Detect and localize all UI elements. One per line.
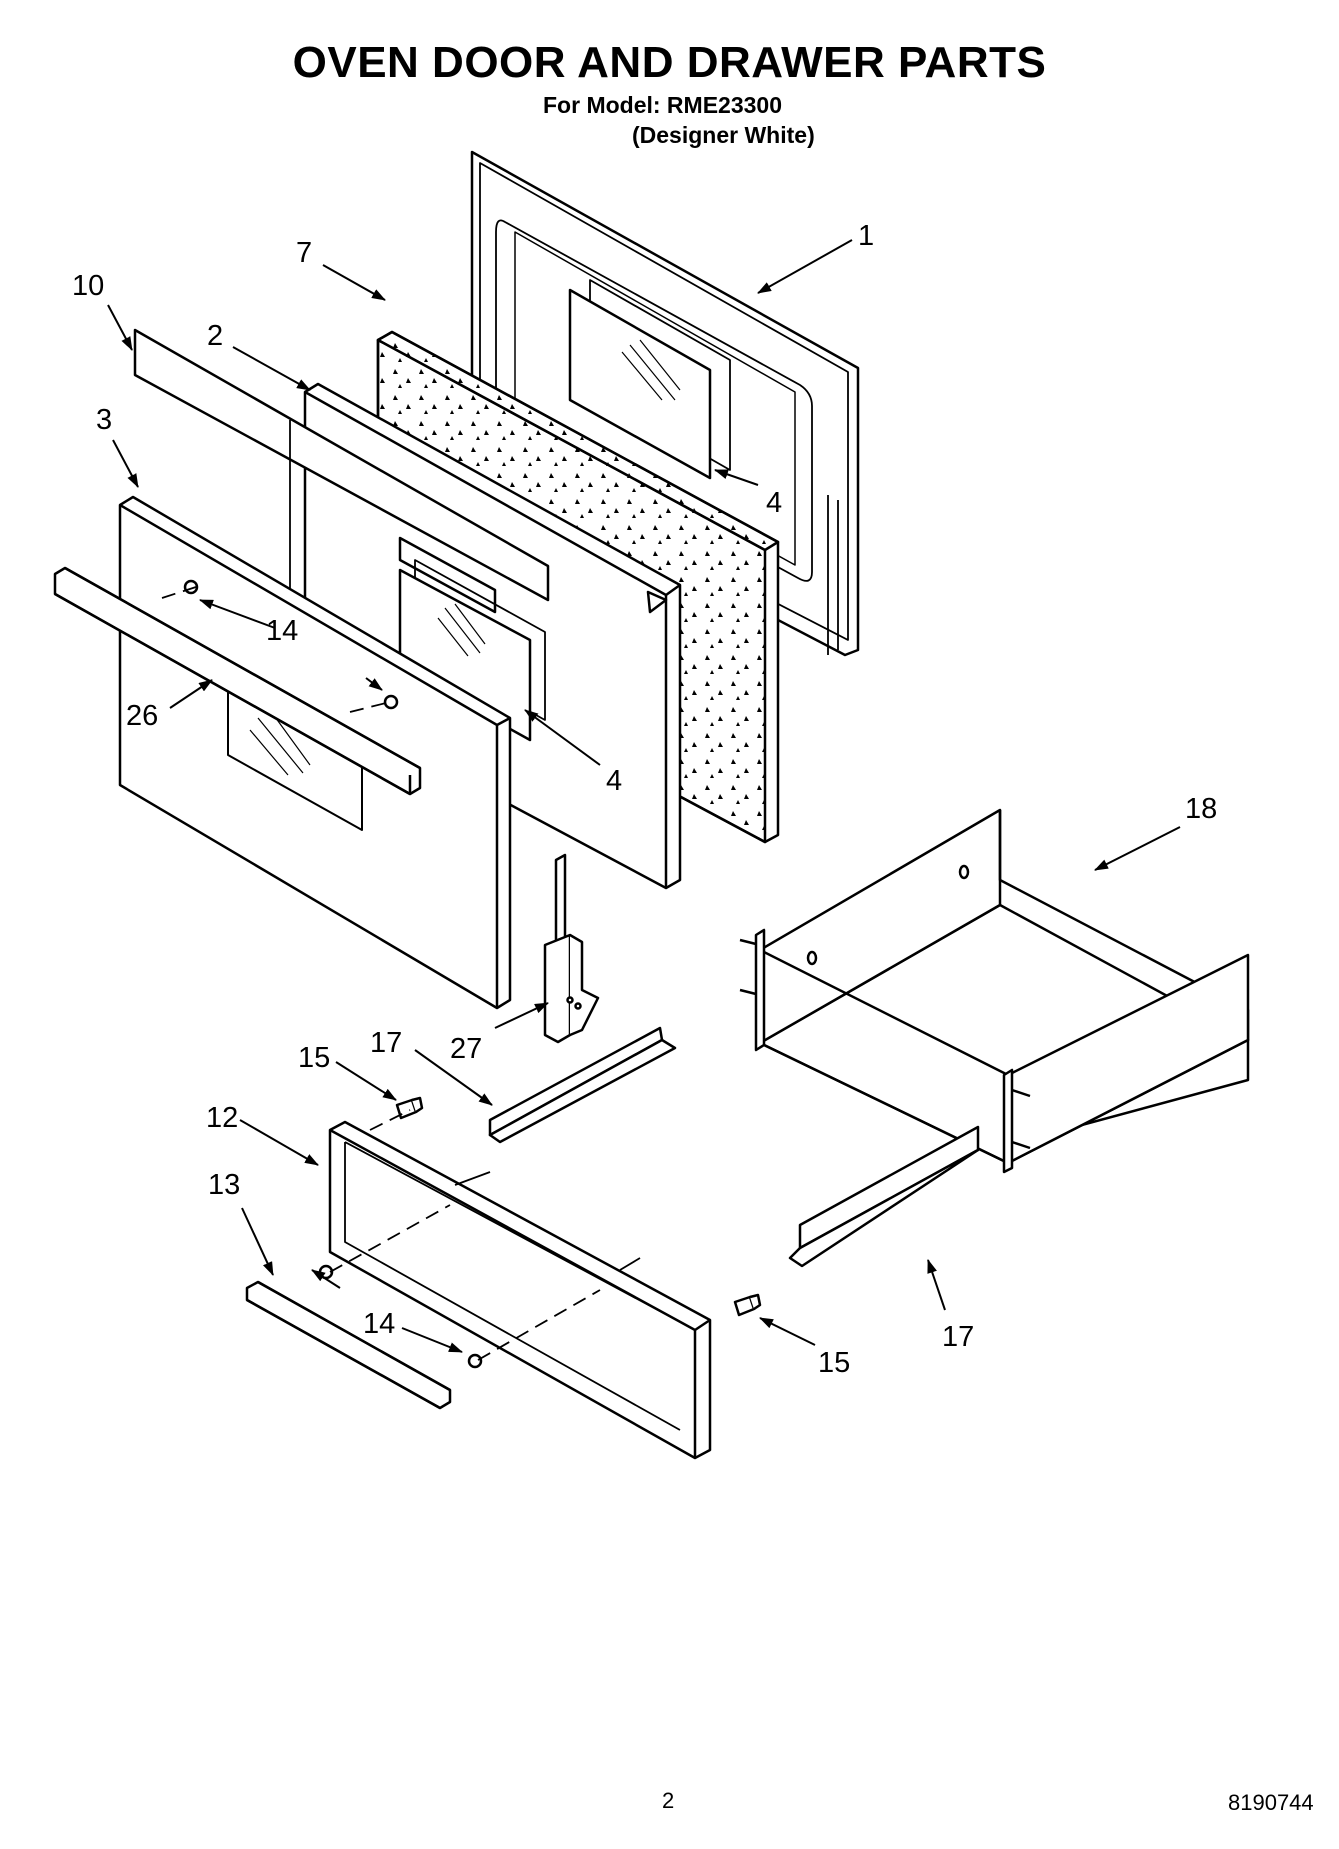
drawer-handle xyxy=(245,1280,452,1410)
callout-27: 27 xyxy=(450,1033,482,1065)
callout-4-upper: 4 xyxy=(766,487,782,519)
callout-2: 2 xyxy=(207,320,223,352)
callout-1: 1 xyxy=(858,220,874,252)
callout-13: 13 xyxy=(208,1169,240,1201)
reference-lines xyxy=(454,1171,641,1271)
callout-15-upper: 15 xyxy=(298,1042,330,1074)
assembly-lines xyxy=(161,586,601,1361)
drawer-front xyxy=(328,1120,712,1460)
callout-17-upper: 17 xyxy=(370,1027,402,1059)
callout-14-upper: 14 xyxy=(266,615,298,647)
callout-15-lower: 15 xyxy=(818,1347,850,1379)
drawer-body xyxy=(739,808,1250,1174)
page-number: 2 xyxy=(662,1788,675,1813)
callout-10: 10 xyxy=(72,270,104,302)
callout-14-lower: 14 xyxy=(363,1308,395,1340)
callout-18: 18 xyxy=(1185,793,1217,825)
callout-12: 12 xyxy=(206,1102,238,1134)
callout-26: 26 xyxy=(126,700,158,732)
callout-labels: 1 7 10 2 3 4 14 26 4 18 27 17 15 12 13 1… xyxy=(72,220,1217,1379)
callout-17-lower: 17 xyxy=(942,1321,974,1353)
callout-4-lower: 4 xyxy=(606,765,622,797)
drawer-rail-lower xyxy=(788,1125,980,1268)
door-handle xyxy=(53,566,422,796)
drawer-rail-upper xyxy=(488,1026,677,1144)
screw-lower-right xyxy=(467,1353,483,1369)
variant-line: (Designer White) xyxy=(632,122,815,148)
outer-door-panel xyxy=(470,150,860,657)
drawer-bracket xyxy=(543,853,600,1044)
bumper-lower xyxy=(733,1293,762,1317)
document-number: 8190744 xyxy=(1228,1790,1314,1815)
page-title: OVEN DOOR AND DRAWER PARTS xyxy=(292,38,1047,87)
callout-7: 7 xyxy=(296,237,312,269)
model-line: For Model: RME23300 xyxy=(543,92,782,118)
callout-3: 3 xyxy=(96,404,112,436)
front-door-panel xyxy=(118,495,512,1010)
leader-arrows xyxy=(107,239,1181,1353)
